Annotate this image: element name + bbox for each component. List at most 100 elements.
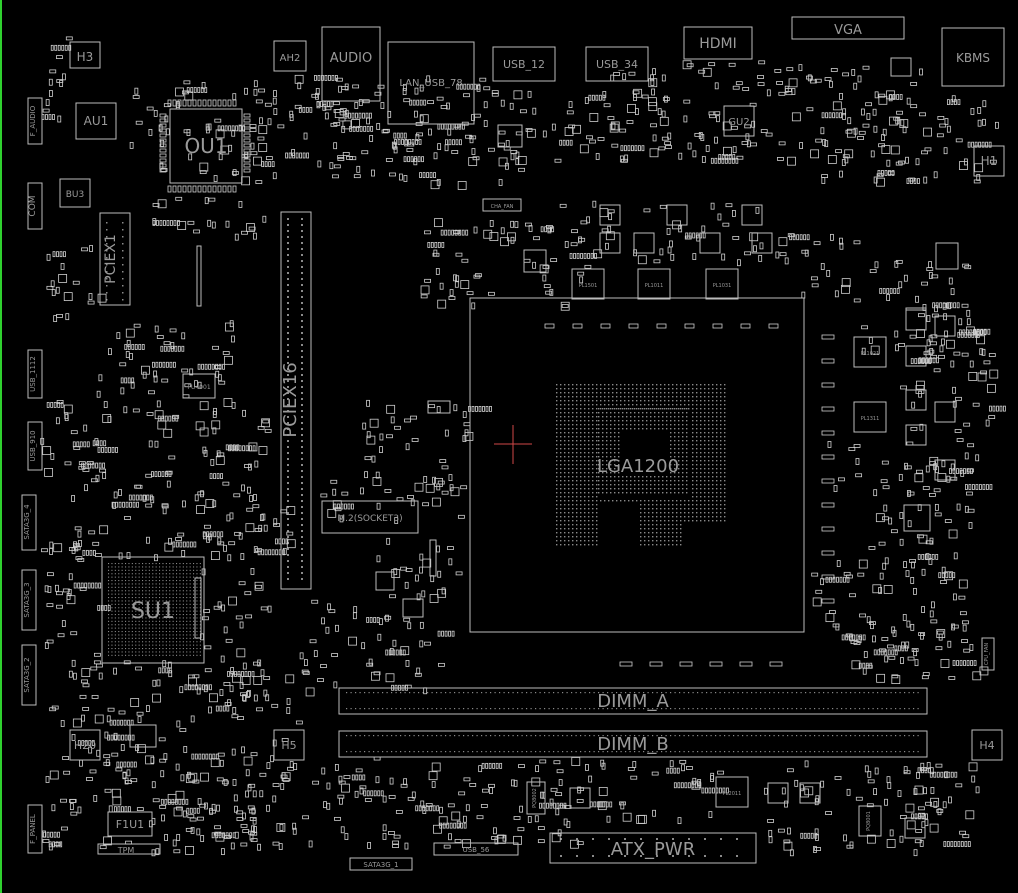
smd-pad (209, 684, 212, 691)
dimm-pin (472, 708, 474, 710)
smd-pad (853, 298, 861, 303)
smd-pad (369, 418, 379, 428)
smd-pad (156, 220, 159, 226)
smd-pad (539, 802, 542, 809)
smd-pad (197, 87, 201, 93)
smd-pad (386, 434, 393, 439)
smd-pad (976, 329, 980, 336)
smd-pad (957, 99, 961, 106)
smd-pad (190, 715, 195, 723)
dimm-pin (364, 751, 366, 753)
bga-ball (131, 569, 133, 571)
smd-pad (156, 400, 161, 408)
cpu-pin (612, 392, 614, 394)
smd-pad (568, 101, 573, 108)
bga-ball (114, 617, 116, 619)
bga-ball (135, 593, 137, 595)
cpu-pin (588, 472, 590, 474)
dimm-pin (391, 692, 393, 694)
cpu-pin (614, 420, 616, 422)
cpu-pin (686, 448, 688, 450)
cpu-pin (560, 528, 562, 530)
cpu-pin (628, 400, 630, 402)
smd-pad (127, 719, 131, 726)
smd-pad (167, 798, 171, 805)
smd-pad (593, 249, 603, 259)
cpu-pin (664, 384, 666, 386)
bga-ball (111, 576, 113, 578)
smd-pad (898, 342, 905, 347)
dimm-pin (841, 692, 843, 694)
cpu-pin (618, 472, 620, 474)
bga-ball (162, 583, 164, 585)
cpu-pin (624, 404, 626, 406)
smd-pad (200, 835, 205, 842)
cpu-pin (560, 432, 562, 434)
smd-pad (451, 229, 455, 236)
smd-pad (253, 676, 263, 685)
cpu-pin (716, 516, 718, 518)
dimm-pin (589, 735, 591, 737)
cpu-pin (624, 392, 626, 394)
dimm-pin (530, 735, 532, 737)
bga-ball (118, 590, 120, 592)
bga-ball (199, 644, 201, 646)
bga-ball (189, 576, 191, 578)
dimm-pin (913, 708, 915, 710)
cpu-pin (660, 408, 662, 410)
cpu-pin (724, 500, 726, 502)
cpu-pin (644, 504, 646, 506)
bga-ball (128, 593, 130, 595)
cpu-pin (592, 428, 594, 430)
smd-pad (111, 752, 119, 757)
smd-pad (118, 552, 123, 560)
smd-pad (192, 99, 197, 107)
cpu-pin (584, 456, 586, 458)
dimm-pin (809, 735, 811, 737)
cpu-pin (634, 484, 636, 486)
dimm-pin (661, 735, 663, 737)
smd-pad (305, 687, 315, 697)
cpu-pin (598, 456, 600, 458)
smd-pad (659, 204, 667, 209)
cpu-pin (682, 460, 684, 462)
smd-pad (686, 63, 694, 68)
cpu-pin (664, 388, 666, 390)
smd-pad (55, 417, 60, 425)
smd-pad (951, 624, 959, 629)
smd-pad (163, 345, 167, 352)
cpu-pin (704, 440, 706, 442)
cpu-pin (724, 392, 726, 394)
cpu-pin (604, 388, 606, 390)
smd-pad (363, 125, 367, 132)
smd-pad (353, 174, 361, 179)
cpu-pin (636, 408, 638, 410)
dimm-pin (913, 735, 915, 737)
dimm-pin (697, 708, 699, 710)
cpu-pin (660, 512, 662, 514)
bga-ball (145, 590, 147, 592)
cpu-pin (708, 456, 710, 458)
dimm-pin (584, 708, 586, 710)
cpu-pin (712, 496, 714, 498)
cpu-pin (592, 472, 594, 474)
bga-ball (159, 637, 161, 639)
smd-pad (281, 538, 285, 545)
smd-pad (388, 831, 395, 835)
smd-pad (378, 618, 383, 626)
bga-ball (179, 617, 181, 619)
smd-pad (163, 103, 171, 108)
bga-ball (165, 627, 167, 629)
cpu-pin (642, 420, 644, 422)
smd-pad (258, 143, 268, 152)
smd-pad (246, 223, 255, 232)
smd-pad (865, 102, 872, 107)
dimm-pin (917, 751, 919, 753)
cpu-pin (668, 508, 670, 510)
cpu-pin (656, 520, 658, 522)
cpu-pin (648, 524, 650, 526)
smd-pad (62, 588, 70, 593)
smd-pad (56, 314, 63, 318)
smd-pad (207, 219, 212, 227)
